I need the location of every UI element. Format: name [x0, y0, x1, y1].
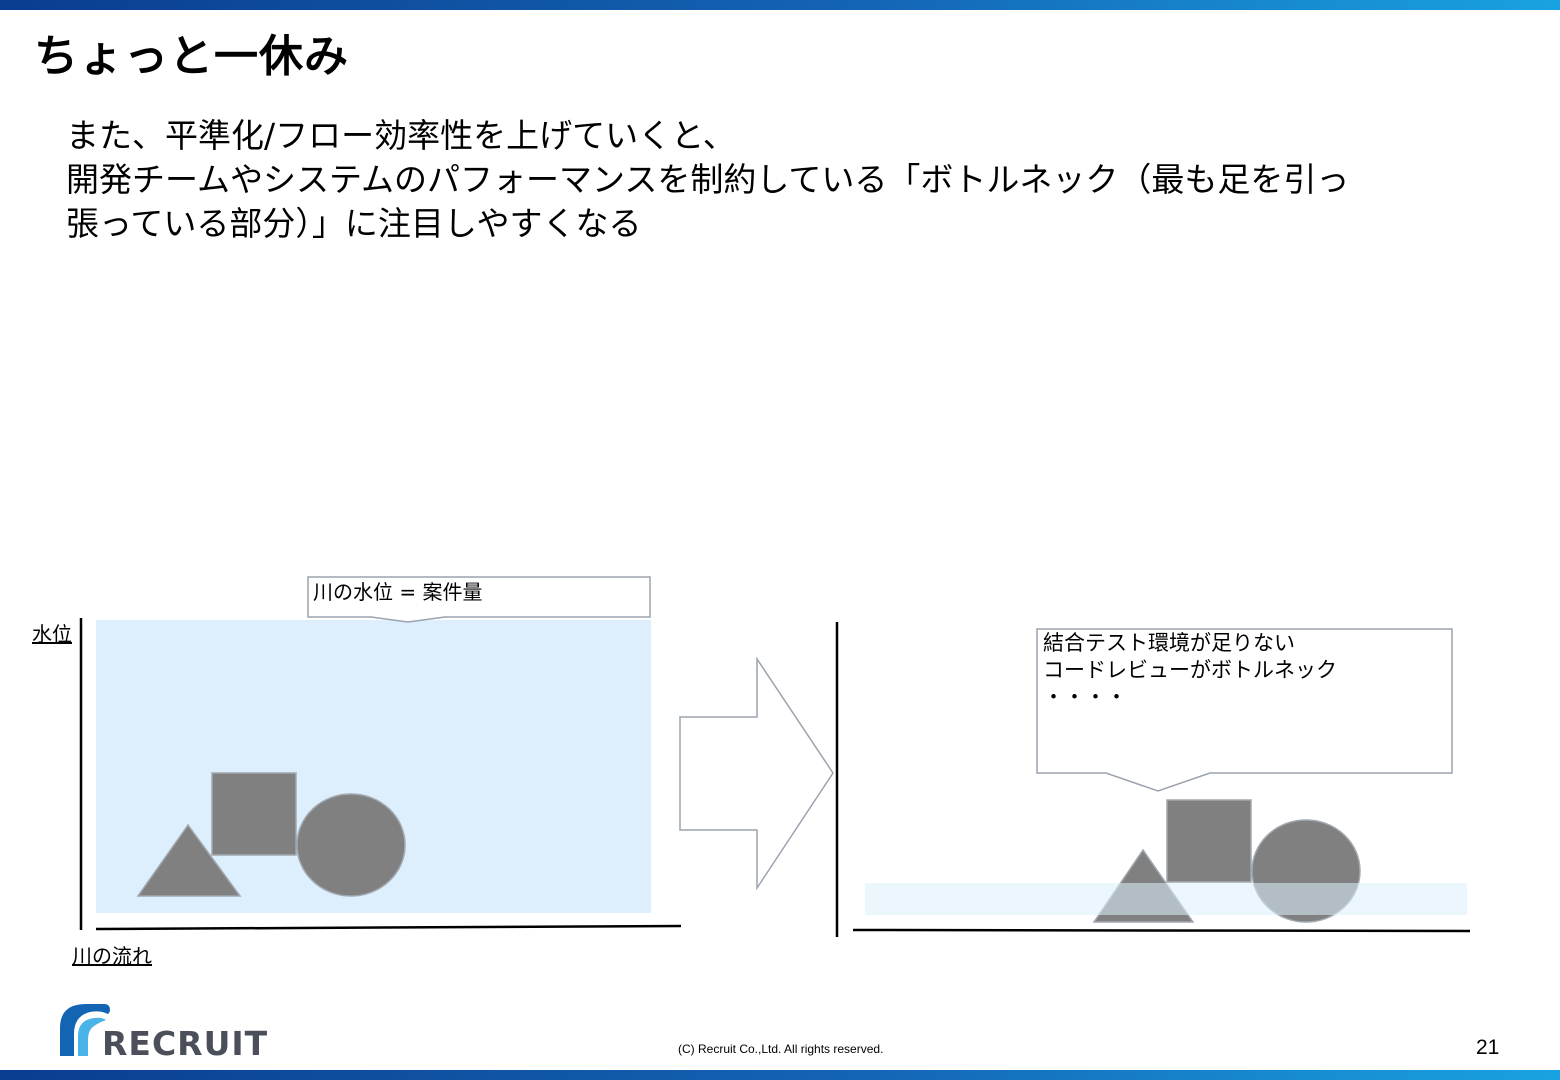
- right-x-axis: [852, 928, 1471, 933]
- left-circle-shape: [296, 793, 406, 897]
- left-square-shape: [211, 772, 297, 856]
- right-square-shape: [1166, 799, 1252, 883]
- right-callout-text: 結合テスト環境が足りない コードレビューがボトルネック ・・・・: [1043, 630, 1337, 711]
- body-line-3: 張っている部分）」に注目しやすくなる: [66, 204, 642, 243]
- page-number: 21: [1476, 1036, 1500, 1059]
- slide-body: また、平準化/フロー効率性を上げていくと、 開発チームやシステムのパフォーマンス…: [66, 114, 1506, 246]
- recruit-logo-mark: [60, 1004, 110, 1056]
- left-callout-box: [307, 576, 651, 623]
- right-callout-line-1: 結合テスト環境が足りない: [1043, 631, 1295, 655]
- right-callout-box: [1036, 628, 1453, 792]
- right-arrow-shape: [679, 656, 834, 891]
- bottom-accent-bar: [0, 1070, 1560, 1080]
- right-water-area: [865, 883, 1467, 915]
- left-callout-text: 川の水位 = 案件量: [313, 580, 483, 604]
- x-axis-label: 川の流れ: [72, 944, 152, 968]
- slide-title: ちょっと一休み: [34, 31, 349, 82]
- left-x-axis: [95, 924, 682, 931]
- body-line-2: 開発チームやシステムのパフォーマンスを制約している「ボトルネック（最も足を引っ: [66, 160, 1350, 199]
- right-callout-line-2: コードレビューがボトルネック: [1043, 658, 1337, 682]
- recruit-logo-text: RECRUIT: [102, 1024, 269, 1063]
- right-callout-line-3: ・・・・: [1043, 685, 1127, 709]
- body-line-1: また、平準化/フロー効率性を上げていくと、: [66, 116, 736, 155]
- top-accent-bar: [0, 0, 1560, 10]
- left-triangle-shape: [136, 823, 242, 897]
- copyright-text: (C) Recruit Co.,Ltd. All rights reserved…: [678, 1042, 884, 1056]
- y-axis-label: 水位: [32, 622, 72, 646]
